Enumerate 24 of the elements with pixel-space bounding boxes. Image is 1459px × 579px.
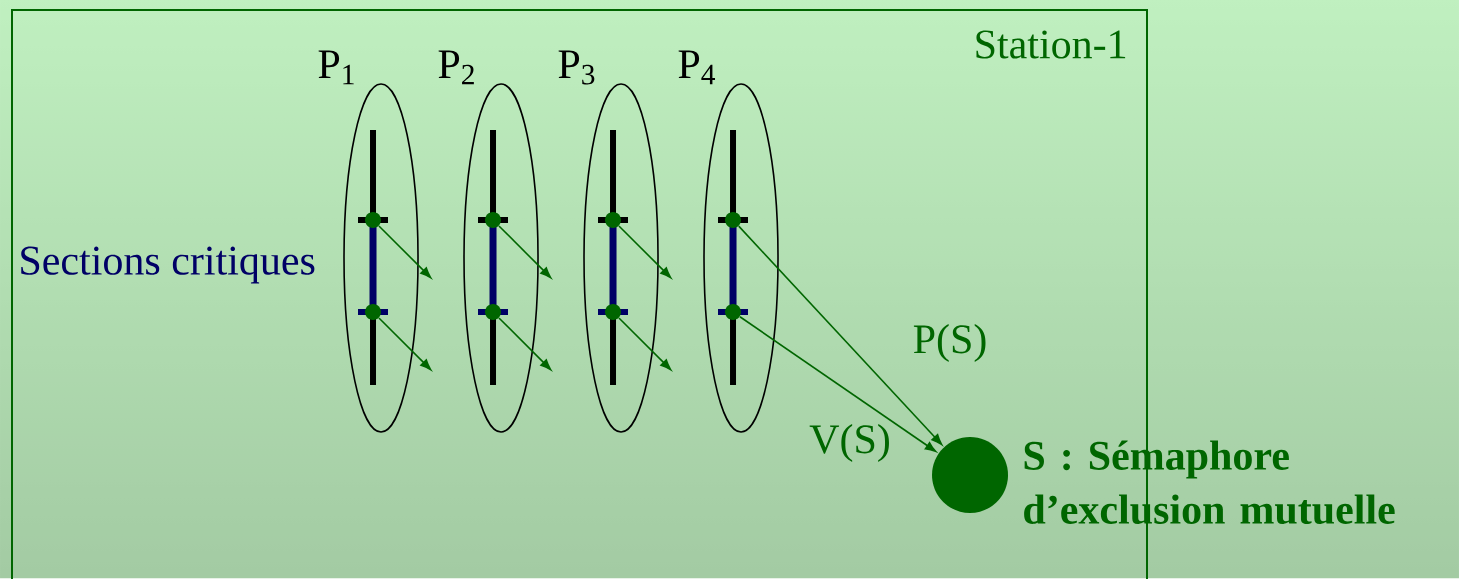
semaphore-circle [932,437,1008,513]
edge-label: P(S) [913,323,986,363]
event-dot [485,212,501,228]
arrow [618,317,672,371]
arrow [498,225,552,279]
node-label: P$_{3}$ [558,50,595,85]
arrow [737,225,943,446]
node-label: P$_{1}$ [318,50,354,85]
edge-label: V(S) [809,423,889,463]
arrow [498,317,552,371]
arrow [378,317,432,371]
node-label: P$_{4}$ [678,50,716,85]
arrow [618,225,672,279]
arrow [739,315,937,453]
node-label: P$_{2}$ [438,50,474,85]
section-label: Sections critiques [21,246,315,284]
event-dot [605,212,621,228]
event-dot [605,304,621,320]
event-dot [485,304,501,320]
event-dot [365,304,381,320]
event-dot [725,304,741,320]
event-dot [365,212,381,228]
arrow [378,225,432,279]
event-dot [725,212,741,228]
